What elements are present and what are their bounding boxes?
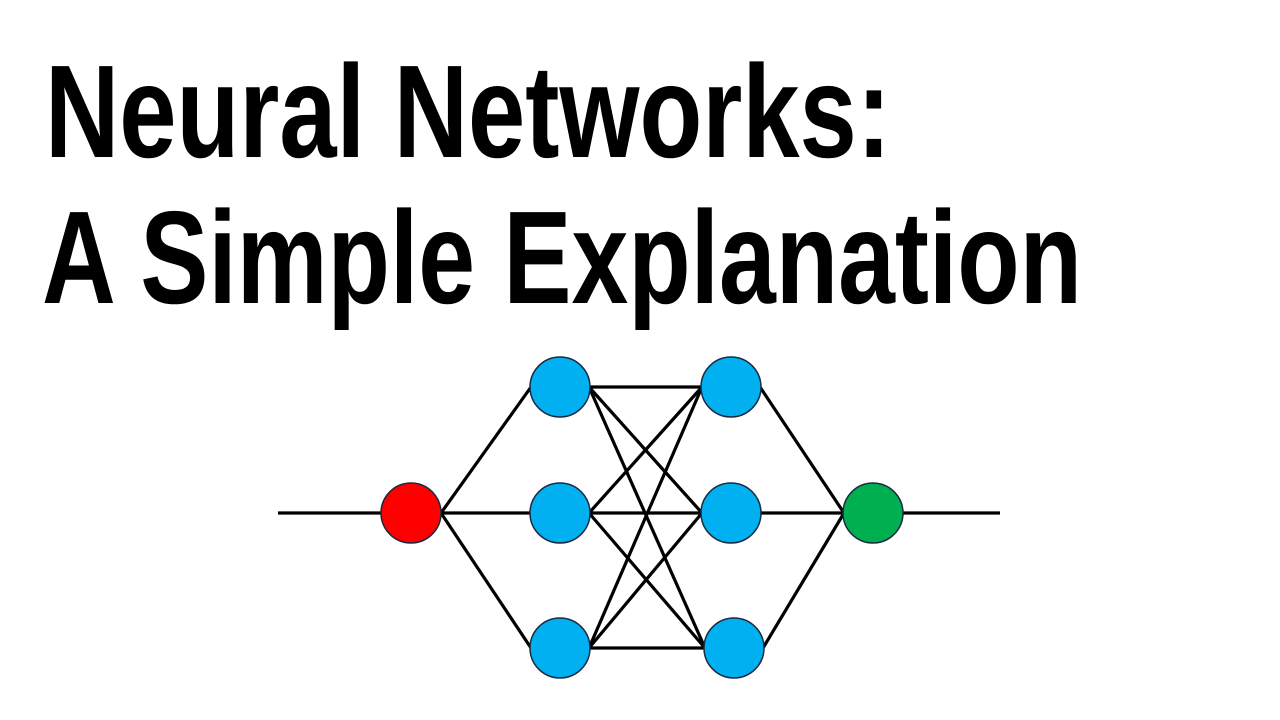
edge [587, 386, 704, 649]
edges [278, 385, 1000, 650]
edge [758, 386, 846, 514]
edge [587, 511, 704, 650]
nodes [380, 356, 904, 679]
hidden2-node-1 [700, 356, 762, 418]
input-node [380, 482, 442, 544]
hidden2-node-3 [703, 617, 765, 679]
edge [761, 512, 846, 649]
title-line-1: Neural Networks: [45, 38, 891, 185]
edge [587, 385, 704, 515]
hidden1-node-3 [529, 617, 591, 679]
edge [439, 512, 533, 649]
edge [439, 386, 533, 514]
title: Neural Networks: A Simple Explanation [42, 38, 1082, 330]
neural-network-diagram [278, 356, 1000, 679]
hidden2-node-2 [700, 482, 762, 544]
hidden1-node-1 [529, 356, 591, 418]
title-line-2: A Simple Explanation [42, 184, 1082, 330]
output-node [842, 482, 904, 544]
hidden1-node-2 [529, 482, 591, 544]
